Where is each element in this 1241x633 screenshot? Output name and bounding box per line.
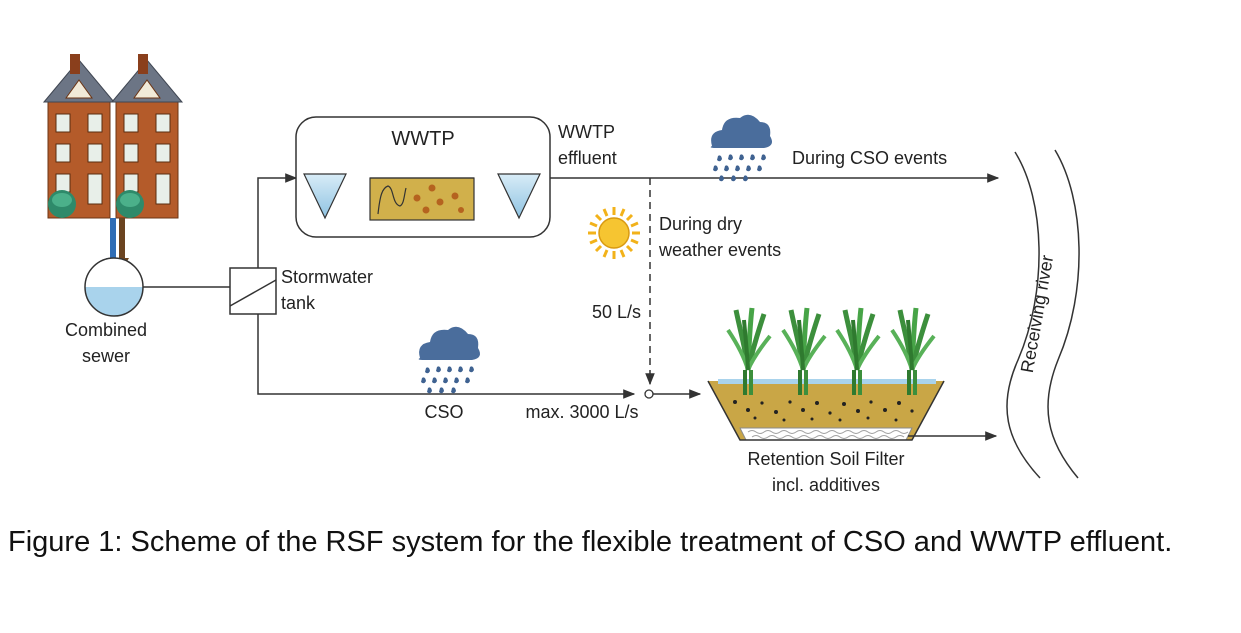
cso-overflow-line: [257, 314, 636, 399]
rain-cloud-icon: [710, 114, 772, 182]
during-cso-events-label: During CSO events: [792, 148, 947, 168]
rsf-label-2: incl. additives: [772, 475, 880, 495]
retention-soil-filter: [707, 379, 945, 441]
houses-icon: [43, 53, 183, 219]
stormwater-tank-label-2: tank: [281, 293, 316, 313]
wwtp-effluent-label-1: WWTP: [558, 122, 615, 142]
flow-50-label: 50 L/s: [592, 302, 641, 322]
wwtp-effluent-label-2: effluent: [558, 148, 617, 168]
receiving-river-label: Receiving river: [1017, 254, 1057, 375]
rain-cloud-icon: [418, 326, 480, 394]
rsf-system-diagram: Combined sewer Stormwater tank WWTP WWTP…: [43, 53, 1080, 495]
receiving-river: [1006, 149, 1080, 479]
combined-sewer-label-1: Combined: [65, 320, 147, 340]
sun-icon: [588, 207, 640, 259]
dry-weather-label-2: weather events: [658, 240, 781, 260]
dry-weather-label-1: During dry: [659, 214, 742, 234]
max-3000-label: max. 3000 L/s: [525, 402, 638, 422]
tank-to-wwtp-line: [257, 173, 298, 268]
cso-label: CSO: [424, 402, 463, 422]
combined-sewer-icon: [84, 257, 144, 317]
stormwater-tank-label-1: Stormwater: [281, 267, 373, 287]
stormwater-tank: [229, 267, 277, 315]
wwtp-label: WWTP: [391, 128, 454, 150]
combined-sewer-label-2: sewer: [82, 346, 130, 366]
wwtp-plant: [295, 116, 551, 238]
junction-node: [644, 389, 654, 399]
rsf-label-1: Retention Soil Filter: [747, 449, 904, 469]
figure-caption: Figure 1: Scheme of the RSF system for t…: [8, 526, 1173, 558]
